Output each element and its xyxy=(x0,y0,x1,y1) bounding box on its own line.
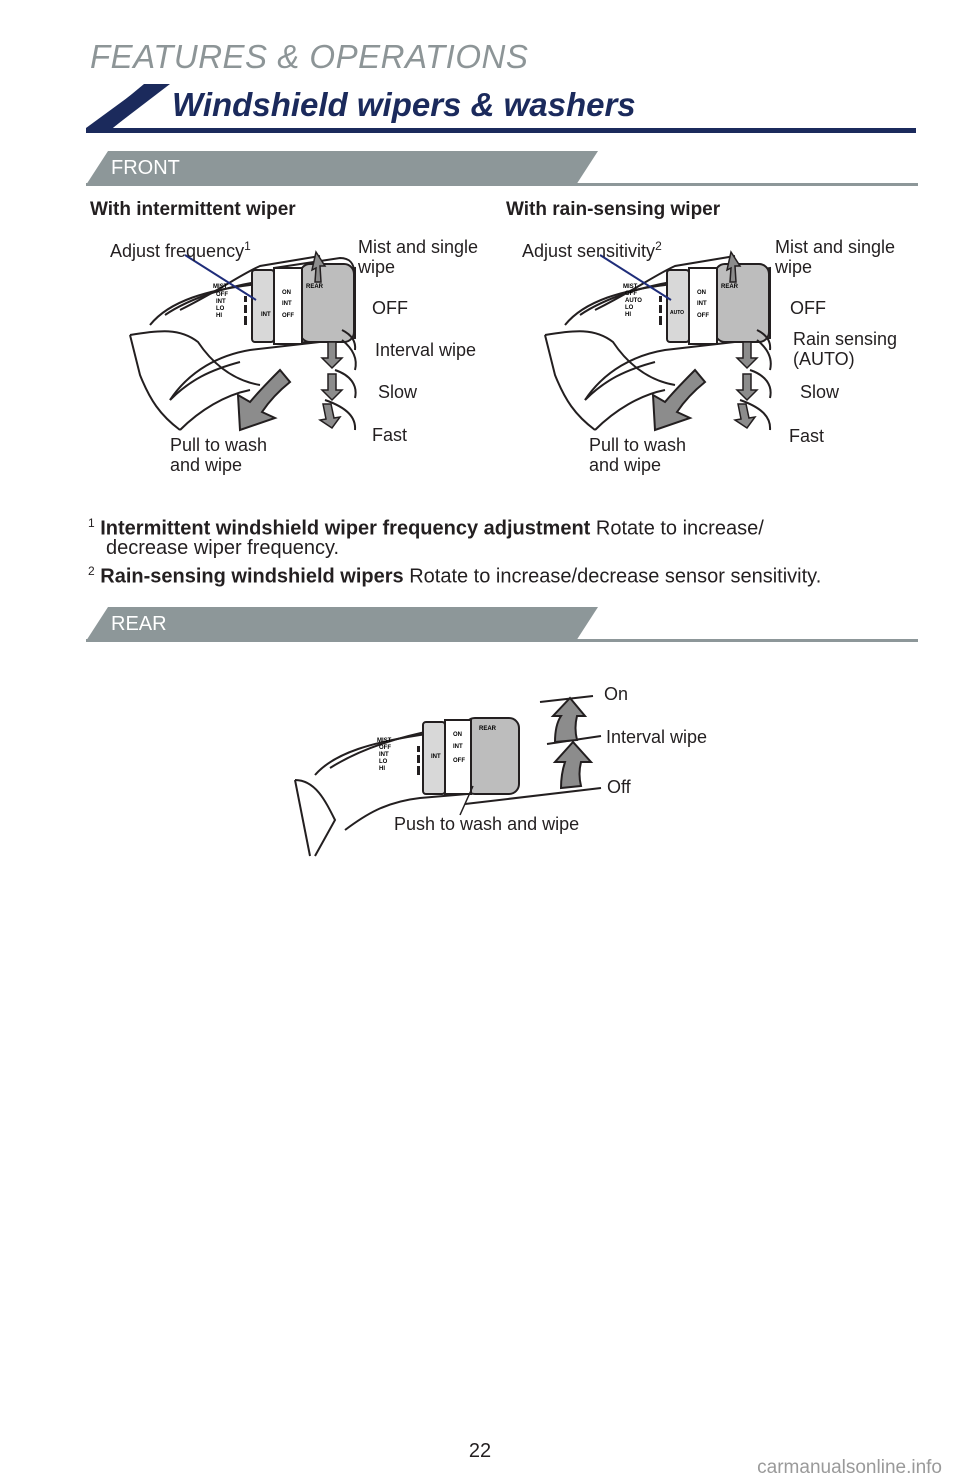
stalk-text-on: ON xyxy=(282,290,291,296)
rain-stalk-text-mist: MIST xyxy=(623,284,638,290)
rear-band-label: REAR xyxy=(111,613,167,635)
rain-stalk-illustration: MIST OFF AUTO LO HI AUTO ON INT OFF REAR xyxy=(544,250,772,432)
adjust-frequency-label: Adjust frequency1 xyxy=(110,239,251,261)
stalk-text-ring: INT xyxy=(261,312,271,318)
off-label-right: OFF xyxy=(790,298,826,318)
rain-stalk-text-ring: AUTO xyxy=(670,310,684,316)
rear-stalk-text-int2: INT xyxy=(453,744,463,750)
rear-stalk-text-mist: MIST xyxy=(377,738,392,744)
stalk-text-hi: HI xyxy=(216,313,222,319)
footnote-1: 1 Intermittent windshield wiper frequenc… xyxy=(88,516,764,540)
stalk-text-off: OFF xyxy=(216,292,228,298)
intermittent-stalk-illustration: MIST OFF INT LO HI INT ON INT OFF REAR xyxy=(129,250,357,432)
rear-stalk-text-off: OFF xyxy=(379,745,391,751)
rain-stalk-text-off2: OFF xyxy=(697,313,709,319)
fast-label-left: Fast xyxy=(372,425,408,445)
footnote-1-cont: decrease wiper frequency. xyxy=(106,537,340,559)
rear-stalk-text-int: INT xyxy=(379,752,389,758)
rain-heading: With rain-sensing wiper xyxy=(506,199,721,220)
rear-stalk-text-ring: INT xyxy=(431,754,441,760)
rear-on-label: On xyxy=(604,684,629,704)
rain-stalk-text-auto: AUTO xyxy=(625,298,642,304)
rear-stalk-text-lo: LO xyxy=(379,759,388,765)
footnote-2: 2 Rain-sensing windshield wipers Rotate … xyxy=(88,564,822,588)
rain-stalk-text-rear: REAR xyxy=(721,284,739,290)
rear-interval-label: Interval wipe xyxy=(606,727,708,747)
off-label-left: OFF xyxy=(372,298,408,318)
rear-band xyxy=(86,607,918,642)
front-band-label: FRONT xyxy=(111,157,180,179)
slow-label-left: Slow xyxy=(378,382,418,402)
stalk-text-int2: INT xyxy=(282,301,292,307)
rain-stalk-text-lo: LO xyxy=(625,305,634,311)
stalk-text-int: INT xyxy=(216,299,226,305)
rear-push-label: Push to wash and wipe xyxy=(394,814,580,834)
stalk-text-off2: OFF xyxy=(282,313,294,319)
page-number: 22 xyxy=(468,1440,492,1462)
rain-stalk-text-int: INT xyxy=(697,301,707,307)
rear-stalk-text-on: ON xyxy=(453,732,462,738)
intermittent-heading: With intermittent wiper xyxy=(90,199,296,220)
stalk-text-rear: REAR xyxy=(306,284,324,290)
section-kicker: FEATURES & OPERATIONS xyxy=(90,38,529,75)
rain-stalk-text-off: OFF xyxy=(625,291,637,297)
slow-label-right: Slow xyxy=(800,382,840,402)
rear-off-label: Off xyxy=(607,777,631,797)
rain-stalk-text-on: ON xyxy=(697,290,706,296)
stalk-text-mist: MIST xyxy=(213,284,228,290)
rain-stalk-text-hi: HI xyxy=(625,312,631,318)
rear-stalk-text-hi: HI xyxy=(379,766,385,772)
page-title: Windshield wipers & washers xyxy=(172,86,636,123)
adjust-sensitivity-label: Adjust sensitivity2 xyxy=(522,239,662,261)
rear-stalk-text-rear: REAR xyxy=(479,726,497,732)
title-bar xyxy=(86,84,916,133)
rain-sensing-label: Rain sensing(AUTO) xyxy=(793,329,898,369)
stalk-text-lo: LO xyxy=(216,306,225,312)
rear-stalk-illustration: MIST OFF INT LO HI INT ON INT OFF REAR xyxy=(294,695,602,857)
fast-label-right: Fast xyxy=(789,426,825,446)
front-band xyxy=(86,151,918,186)
rear-stalk-text-off2: OFF xyxy=(453,758,465,764)
watermark: carmanualsonline.info xyxy=(757,1457,942,1478)
interval-label-left: Interval wipe xyxy=(375,340,477,360)
